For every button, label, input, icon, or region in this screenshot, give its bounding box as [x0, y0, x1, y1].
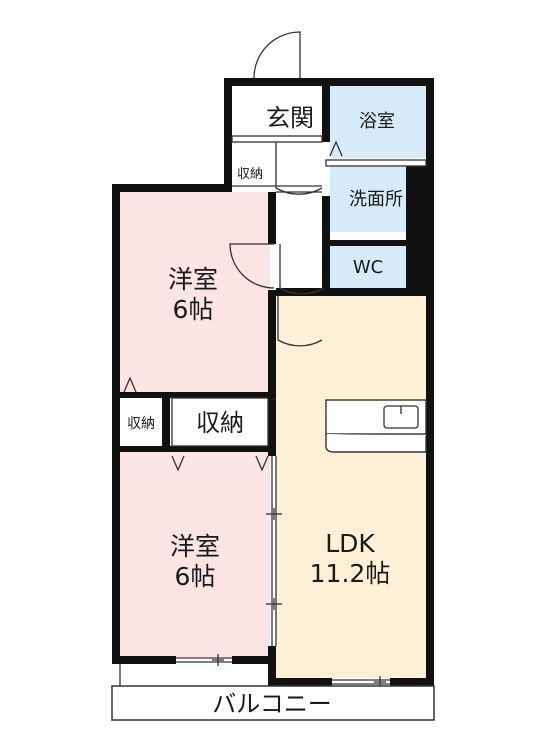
western-room-bottom-size: 6帖: [175, 562, 216, 591]
ldk-name: LDK: [325, 529, 375, 558]
closet-large-label: 収納: [196, 409, 244, 437]
toilet-fill: [330, 244, 406, 288]
closet-small-left-label: 収納: [127, 416, 155, 432]
toilet-label: WC: [353, 257, 383, 278]
washroom-fill: [330, 166, 406, 232]
door-swings: [229, 31, 325, 347]
closet-small-top-label: 収納: [237, 167, 263, 182]
closet-door-marks: [123, 140, 343, 472]
western-room-top-fill: [120, 192, 270, 392]
western-room-top-name: 洋室: [168, 265, 218, 294]
bathroom-fill: [330, 86, 426, 158]
balcony-label: バルコニー: [212, 690, 332, 718]
western-room-bottom-name: 洋室: [170, 532, 220, 561]
western-room-bottom-fill: [120, 452, 270, 657]
entrance-label: 玄関: [266, 104, 314, 132]
walls: [112, 78, 434, 686]
ldk-fill: [276, 296, 428, 678]
ldk-size: 11.2帖: [310, 559, 391, 588]
western-room-top-size: 6帖: [173, 295, 214, 324]
bathroom-label: 浴室: [359, 111, 395, 132]
balcony-outline: [111, 685, 435, 721]
kitchen-counter-curve: [325, 434, 427, 453]
washroom-label: 洗面所: [349, 189, 403, 210]
kitchen-counter: [325, 399, 427, 435]
thin-lines: [171, 135, 427, 685]
